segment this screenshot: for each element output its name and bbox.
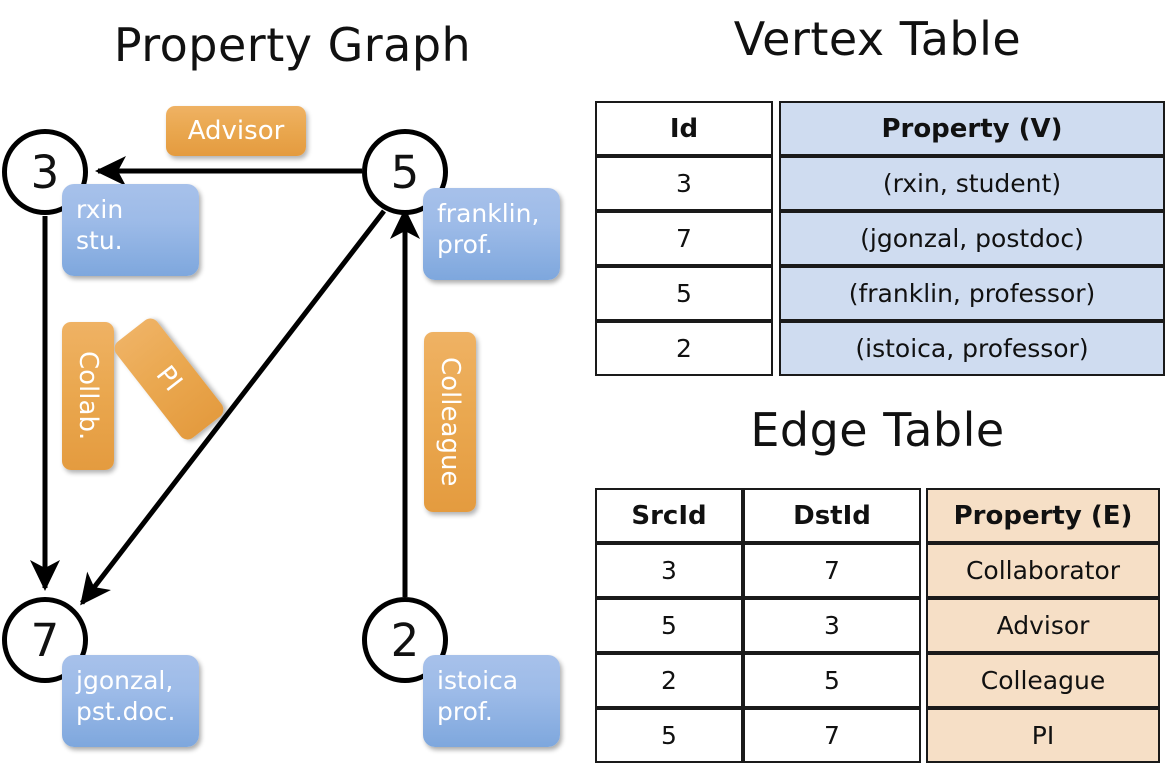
vertex-cell-id: 3: [595, 156, 773, 211]
edge-label-text: Colleague: [435, 357, 465, 487]
edge-cell-dstid: 7: [743, 543, 921, 598]
page-title-vertex-table: Vertex Table: [733, 12, 1022, 66]
table-row[interactable]: 2 5 Colleague: [595, 653, 1160, 708]
column-gap: [773, 321, 779, 376]
edge-table: SrcId DstId Property (E) 3 7 Collaborato…: [595, 488, 1160, 763]
column-gap: [921, 653, 926, 708]
table-row[interactable]: 2 (istoica, professor): [595, 321, 1165, 376]
column-gap: [921, 488, 926, 543]
vertex-property-line: prof.: [437, 697, 493, 726]
column-gap: [921, 543, 926, 598]
column-gap: [773, 101, 779, 156]
edge-label-text: PI: [149, 360, 189, 398]
column-gap: [773, 156, 779, 211]
vertex-property-bubble-jgonzal: jgonzal, pst.doc.: [62, 655, 199, 747]
vertex-property-line: franklin,: [437, 199, 540, 228]
edge-cell-property: PI: [926, 708, 1160, 763]
edge-label-text: Collab.: [73, 351, 103, 441]
node-label-5: 5: [390, 145, 420, 199]
edge-table-header-srcid: SrcId: [595, 488, 743, 543]
table-row[interactable]: 7 (jgonzal, postdoc): [595, 211, 1165, 266]
edge-arrow-5-to-7: [80, 209, 386, 606]
edge-cell-dstid: 5: [743, 653, 921, 708]
edge-label-chip-advisor: Advisor: [166, 106, 306, 156]
edge-cell-dstid: 3: [743, 598, 921, 653]
vertex-table-header-id: Id: [595, 101, 773, 156]
edge-cell-dstid: 7: [743, 708, 921, 763]
column-gap: [773, 266, 779, 321]
page-title-property-graph: Property Graph: [113, 18, 472, 72]
vertex-table: Id Property (V) 3 (rxin, student) 7 (jgo…: [595, 101, 1165, 376]
column-gap: [921, 708, 926, 763]
page-title-edge-table: Edge Table: [750, 403, 1005, 457]
edge-cell-srcid: 5: [595, 598, 743, 653]
vertex-cell-property: (rxin, student): [779, 156, 1165, 211]
vertex-cell-property: (jgonzal, postdoc): [779, 211, 1165, 266]
table-row[interactable]: 5 (franklin, professor): [595, 266, 1165, 321]
column-gap: [773, 211, 779, 266]
edge-cell-property: Advisor: [926, 598, 1160, 653]
edge-cell-srcid: 5: [595, 708, 743, 763]
vertex-property-line: rxin: [76, 195, 124, 224]
edge-label-chip-collab: Collab.: [62, 322, 114, 470]
node-label-3: 3: [30, 145, 60, 199]
edge-cell-srcid: 2: [595, 653, 743, 708]
edge-cell-srcid: 3: [595, 543, 743, 598]
edge-label-chip-colleague: Colleague: [424, 332, 476, 512]
vertex-cell-id: 7: [595, 211, 773, 266]
edge-table-header-dstid: DstId: [743, 488, 921, 543]
edge-cell-property: Collaborator: [926, 543, 1160, 598]
vertex-cell-property: (istoica, professor): [779, 321, 1165, 376]
node-label-2: 2: [390, 613, 420, 667]
vertex-property-line: prof.: [437, 230, 493, 259]
graph-node-2[interactable]: 2: [362, 597, 448, 683]
vertex-property-bubble-istoica: istoica prof.: [423, 655, 560, 747]
table-row[interactable]: 5 7 PI: [595, 708, 1160, 763]
property-graph-diagram: 3 5 7 2 rxin stu. franklin, prof. jgonza…: [0, 0, 585, 760]
edge-table-header-property: Property (E): [926, 488, 1160, 543]
graph-edges-svg: [30, 156, 420, 606]
vertex-cell-id: 2: [595, 321, 773, 376]
table-header-row: Id Property (V): [595, 101, 1165, 156]
vertex-property-bubble-rxin: rxin stu.: [62, 184, 199, 276]
table-row[interactable]: 3 7 Collaborator: [595, 543, 1160, 598]
vertex-property-line: pst.doc.: [76, 697, 176, 726]
node-label-7: 7: [30, 613, 60, 667]
edge-cell-property: Colleague: [926, 653, 1160, 708]
vertex-table-header-property: Property (V): [779, 101, 1165, 156]
vertex-cell-id: 5: [595, 266, 773, 321]
vertex-property-line: stu.: [76, 226, 123, 255]
vertex-property-line: istoica: [437, 666, 519, 695]
edge-label-text: Advisor: [187, 116, 285, 146]
column-gap: [921, 598, 926, 653]
vertex-property-line: jgonzal,: [76, 666, 174, 695]
table-row[interactable]: 3 (rxin, student): [595, 156, 1165, 211]
table-header-row: SrcId DstId Property (E): [595, 488, 1160, 543]
table-row[interactable]: 5 3 Advisor: [595, 598, 1160, 653]
vertex-property-bubble-franklin: franklin, prof.: [423, 188, 560, 280]
vertex-cell-property: (franklin, professor): [779, 266, 1165, 321]
